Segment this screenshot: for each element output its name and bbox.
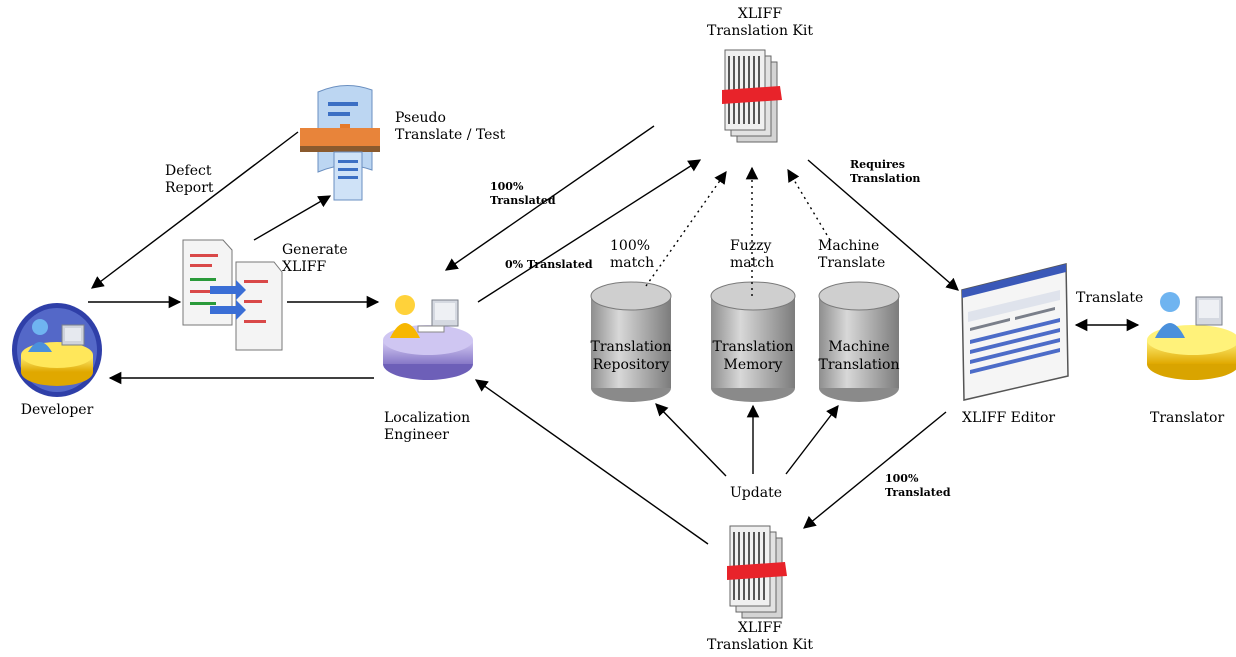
- xliff-editor-icon: [961, 263, 1069, 401]
- defect-report-label-line2: Report: [165, 180, 214, 196]
- machine-translation-label-line1: Machine: [828, 339, 890, 355]
- machine-translation-cylinder: [818, 281, 900, 402]
- translation-kit-bottom-icon: [727, 525, 787, 619]
- machine-translate-label: Machine Translate: [818, 238, 885, 272]
- translation-repository-label-line2: Repository: [592, 357, 670, 373]
- arrow-machine-to-kit: [787, 168, 831, 241]
- translation-repository-label: Translation Repository: [583, 338, 679, 374]
- translator-icon: [1147, 292, 1236, 380]
- machine-translate-label-line1: Machine: [818, 238, 880, 254]
- pseudo-translate-label-line2: Translate / Test: [395, 127, 506, 143]
- translation-kit-top-label-line1: XLIFF: [737, 6, 783, 22]
- localization-engineer-label-line1: Localization: [384, 410, 471, 426]
- requires-translation-label: Requires Translation: [850, 158, 920, 186]
- translation-memory-label: Translation Memory: [705, 338, 801, 374]
- machine-translate-label-line2: Translate: [818, 255, 886, 271]
- arrow-repository-to-kit: [645, 170, 727, 287]
- translation-kit-top-label-line2: Translation Kit: [707, 23, 813, 39]
- translation-kit-bottom-label: XLIFF Translation Kit: [685, 620, 835, 654]
- defect-report-label: Defect Report: [165, 163, 214, 197]
- translation-memory-label-line1: Translation: [712, 339, 794, 355]
- generate-xliff-label-line1: Generate: [282, 242, 348, 258]
- lookup-arrows: [645, 166, 831, 296]
- arrow-kit-to-editor: [807, 159, 959, 291]
- arrow-update-to-repository: [655, 403, 727, 477]
- machine-translation-label-line2: Translation: [818, 357, 900, 373]
- fuzzy-match-label-line1: Fuzzy: [730, 238, 772, 254]
- translation-kit-bottom-label-line1: XLIFF: [737, 620, 783, 636]
- arrow-kit-bottom-to-engineer: [474, 379, 709, 545]
- translation-kit-bottom-label-line2: Translation Kit: [707, 637, 813, 653]
- arrow-engineer-to-kit: [477, 159, 702, 303]
- translation-repository-cylinder: [590, 281, 672, 402]
- localization-engineer-icon: [383, 295, 473, 380]
- translate-label: Translate: [1076, 290, 1144, 306]
- developer-icon: [12, 303, 102, 397]
- hundred-translated-bottom-label-line1: 100%: [885, 472, 919, 485]
- arrow-editor-to-kit-bottom: [803, 411, 947, 529]
- hundred-translated-top-label-line2: Translated: [490, 194, 556, 207]
- developer-label: Developer: [20, 402, 94, 418]
- hundred-translated-bottom-label-line2: Translated: [885, 486, 951, 499]
- arrow-printer-to-developer: [90, 131, 299, 289]
- fuzzy-match-label-line2: match: [730, 255, 775, 271]
- translation-kit-top-icon: [722, 49, 782, 143]
- flow-arrows: [88, 125, 1140, 545]
- requires-translation-label-line2: Translation: [850, 172, 921, 185]
- translation-memory-cylinder: [710, 281, 796, 402]
- match-100-label: 100% match: [610, 238, 654, 272]
- localization-engineer-label: Localization Engineer: [384, 410, 470, 444]
- defect-report-label-line1: Defect: [165, 163, 212, 179]
- xliff-documents-icon: [182, 239, 283, 351]
- machine-translation-label: Machine Translation: [811, 338, 907, 374]
- pseudo-translate-label: Pseudo Translate / Test: [395, 110, 505, 144]
- zero-translated-label: 0% Translated: [505, 258, 593, 271]
- printer-icon: [300, 85, 380, 201]
- arrow-kit-to-engineer: [444, 125, 655, 271]
- update-label: Update: [730, 485, 782, 501]
- requires-translation-label-line1: Requires: [850, 158, 905, 171]
- match-100-label-line1: 100%: [610, 238, 651, 254]
- translation-kit-top-label: XLIFF Translation Kit: [685, 6, 835, 40]
- arrow-docs-to-printer: [253, 195, 332, 241]
- hundred-translated-top-label-line1: 100%: [490, 180, 524, 193]
- hundred-translated-top-label: 100% Translated: [490, 180, 556, 208]
- generate-xliff-label: Generate XLIFF: [282, 242, 348, 276]
- translator-label: Translator: [1150, 410, 1225, 426]
- xliff-editor-label: XLIFF Editor: [962, 410, 1056, 426]
- localization-engineer-label-line2: Engineer: [384, 427, 449, 443]
- fuzzy-match-label: Fuzzy match: [730, 238, 774, 272]
- generate-xliff-label-line2: XLIFF: [282, 259, 327, 275]
- pseudo-translate-label-line1: Pseudo: [395, 110, 446, 126]
- translation-memory-label-line2: Memory: [723, 357, 783, 373]
- hundred-translated-bottom-label: 100% Translated: [885, 472, 951, 500]
- translation-repository-label-line1: Translation: [590, 339, 672, 355]
- arrow-update-to-machine: [785, 404, 839, 475]
- match-100-label-line2: match: [610, 255, 655, 271]
